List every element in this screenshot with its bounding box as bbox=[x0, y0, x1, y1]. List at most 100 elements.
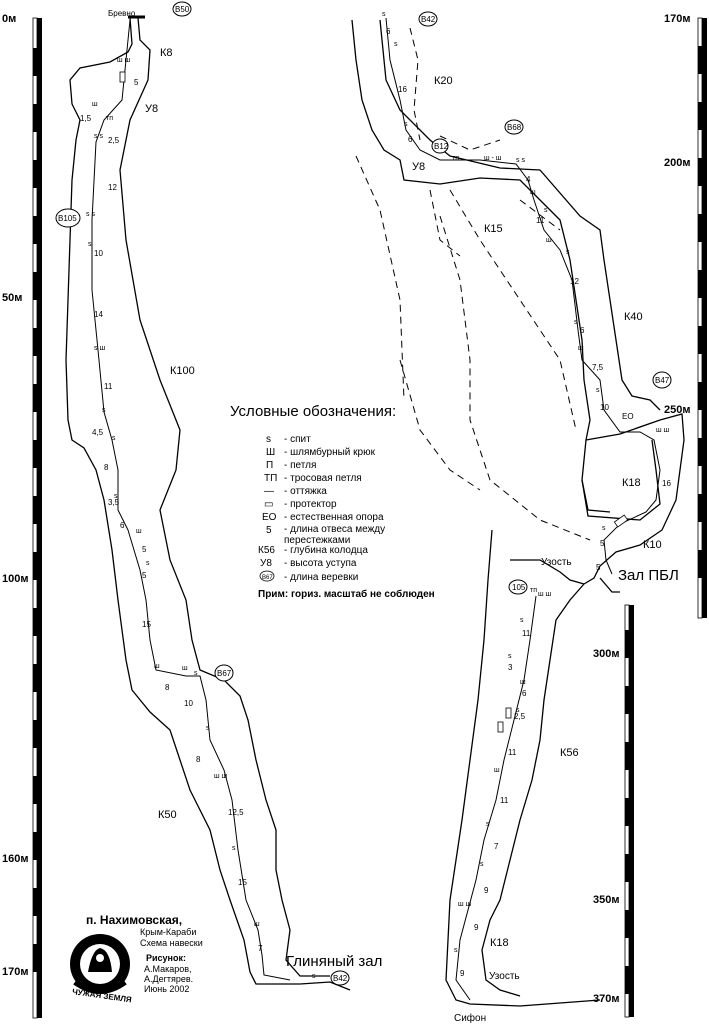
svg-text:s: s bbox=[544, 207, 548, 214]
pitch-left: 15 bbox=[142, 620, 151, 629]
title-date: Июнь 2002 bbox=[144, 984, 189, 994]
pitch-left: 8 bbox=[196, 755, 201, 764]
pitch-right: 6 bbox=[386, 27, 391, 36]
label-k10: К10 bbox=[643, 539, 662, 551]
pitch-right: 6 bbox=[408, 135, 413, 144]
rope-b67: В67 bbox=[217, 669, 232, 678]
label-k8: К8 bbox=[160, 47, 173, 59]
legend-text: - оттяжка bbox=[284, 486, 327, 497]
svg-text:s s: s s bbox=[86, 211, 95, 218]
legend-text: - высота уступа bbox=[284, 558, 357, 569]
pitch-left: 12 bbox=[108, 183, 117, 192]
scale-170-right: 170м bbox=[664, 13, 691, 25]
scale-250: 250м bbox=[664, 404, 691, 416]
scale-200: 200м bbox=[664, 157, 691, 169]
title-name: п. Нахимовская, bbox=[86, 913, 182, 927]
svg-text:тп: тп bbox=[530, 587, 537, 594]
svg-text:ш - ш: ш - ш bbox=[484, 155, 502, 162]
legend-symbol: К56 bbox=[258, 545, 275, 556]
label-eo: ЕО bbox=[622, 412, 634, 421]
pitch-lengths-right: 6 16 6 4 11 12 6 7,5 10 16 5 5 11 3 6 2,… bbox=[386, 27, 671, 978]
pitch-right: 4 bbox=[526, 175, 531, 184]
title-block: п. Нахимовская, Крым-Караби Схема навеск… bbox=[70, 913, 203, 1004]
scale-0: 0м bbox=[2, 13, 16, 25]
svg-text:s: s bbox=[602, 525, 606, 532]
legend-text: - петля bbox=[284, 460, 316, 471]
svg-text:s: s bbox=[480, 861, 484, 868]
label-k20: К20 bbox=[434, 75, 453, 87]
title-kind: Схема навески bbox=[140, 938, 203, 948]
label-k15: К15 bbox=[484, 223, 503, 235]
svg-text:s: s bbox=[114, 493, 118, 500]
legend-text: - тросовая петля bbox=[284, 473, 362, 484]
title-region: Крым-Караби bbox=[140, 927, 196, 937]
pitch-right: 11 bbox=[522, 629, 531, 638]
pitch-right: 16 bbox=[662, 479, 671, 488]
legend-symbol: Ш bbox=[266, 447, 275, 458]
pitch-right: 3 bbox=[508, 663, 513, 672]
svg-text:ш: ш bbox=[182, 665, 188, 672]
label-k100: К100 bbox=[170, 365, 195, 377]
pitch-left: 12,5 bbox=[228, 808, 244, 817]
scale-300: 300м bbox=[593, 648, 620, 660]
svg-text:тп: тп bbox=[106, 115, 113, 122]
legend-title: Условные обозначения: bbox=[230, 403, 396, 420]
legend-text: - длина веревки bbox=[284, 572, 358, 583]
left-depth-scale: 0м 50м 100м 160м 170м bbox=[2, 13, 42, 1019]
legend-symbol: У8 bbox=[260, 558, 272, 569]
pitch-left: 10 bbox=[184, 699, 193, 708]
pitch-left: 4,5 bbox=[92, 428, 104, 437]
pitch-left: 1,5 bbox=[80, 114, 92, 123]
label-u8b: У8 bbox=[412, 161, 425, 173]
legend-symbol: ▭ bbox=[264, 499, 273, 510]
legend-text: - спит bbox=[284, 434, 311, 445]
title-drawing-label: Рисунок: bbox=[146, 953, 186, 963]
label-k18b: К18 bbox=[490, 937, 509, 949]
rope-b42-bottom: В42 bbox=[333, 974, 348, 983]
rope-b12: В12 bbox=[434, 142, 449, 151]
legend-symbol: В67 bbox=[262, 575, 273, 581]
rope-b47: В47 bbox=[655, 376, 670, 385]
svg-text:ш ш: ш ш bbox=[538, 591, 552, 598]
svg-text:ш: ш bbox=[92, 101, 98, 108]
scale-160: 160м bbox=[2, 853, 29, 865]
pitch-right: 9 bbox=[484, 886, 489, 895]
svg-text:s: s bbox=[394, 41, 398, 48]
svg-text:ш: ш bbox=[136, 528, 142, 535]
pitch-right: 11 bbox=[508, 748, 517, 757]
pitch-right: 9 bbox=[460, 969, 465, 978]
pitch-left: 5 bbox=[142, 571, 147, 580]
scale-50: 50м bbox=[2, 292, 22, 304]
pitch-left: 2,5 bbox=[108, 136, 120, 145]
pitch-right: 6 bbox=[580, 326, 585, 335]
svg-text:s: s bbox=[206, 725, 210, 732]
svg-text:s s: s s bbox=[516, 157, 525, 164]
svg-text:s: s bbox=[486, 821, 490, 828]
legend-text: - длина отвеса между перестежками bbox=[284, 524, 386, 546]
legend-text: - естественная опора bbox=[284, 512, 384, 523]
label-k50: К50 bbox=[158, 809, 177, 821]
svg-text:ш: ш bbox=[254, 921, 260, 928]
pitch-right: 6 bbox=[522, 689, 527, 698]
scale-170: 170м bbox=[2, 966, 29, 978]
legend-text-wrap: - длина отвеса между перестежками bbox=[284, 524, 386, 546]
label-brevno: Бревно bbox=[108, 9, 136, 18]
pitch-left: 7 bbox=[258, 944, 263, 953]
svg-text:s ш: s ш bbox=[94, 345, 105, 352]
label-k56: К56 bbox=[560, 747, 579, 759]
svg-text:s: s bbox=[88, 241, 92, 248]
svg-text:s s: s s bbox=[94, 133, 103, 140]
legend-symbol: ТП bbox=[264, 473, 277, 484]
pitch-right: 7,5 bbox=[592, 363, 604, 372]
svg-text:s: s bbox=[382, 11, 386, 18]
pitch-left: 3,5 bbox=[108, 498, 120, 507]
svg-text:ш: ш bbox=[546, 237, 552, 244]
left-rope bbox=[91, 19, 291, 981]
pitch-lengths-left: 5 1,5 2,5 12 10 14 11 4,5 8 3,5 6 5 5 15… bbox=[80, 78, 263, 953]
legend-symbol: — bbox=[264, 486, 274, 497]
svg-text:s: s bbox=[508, 653, 512, 660]
legend-symbol: 5 bbox=[266, 525, 272, 536]
svg-text:ш: ш bbox=[578, 345, 584, 352]
